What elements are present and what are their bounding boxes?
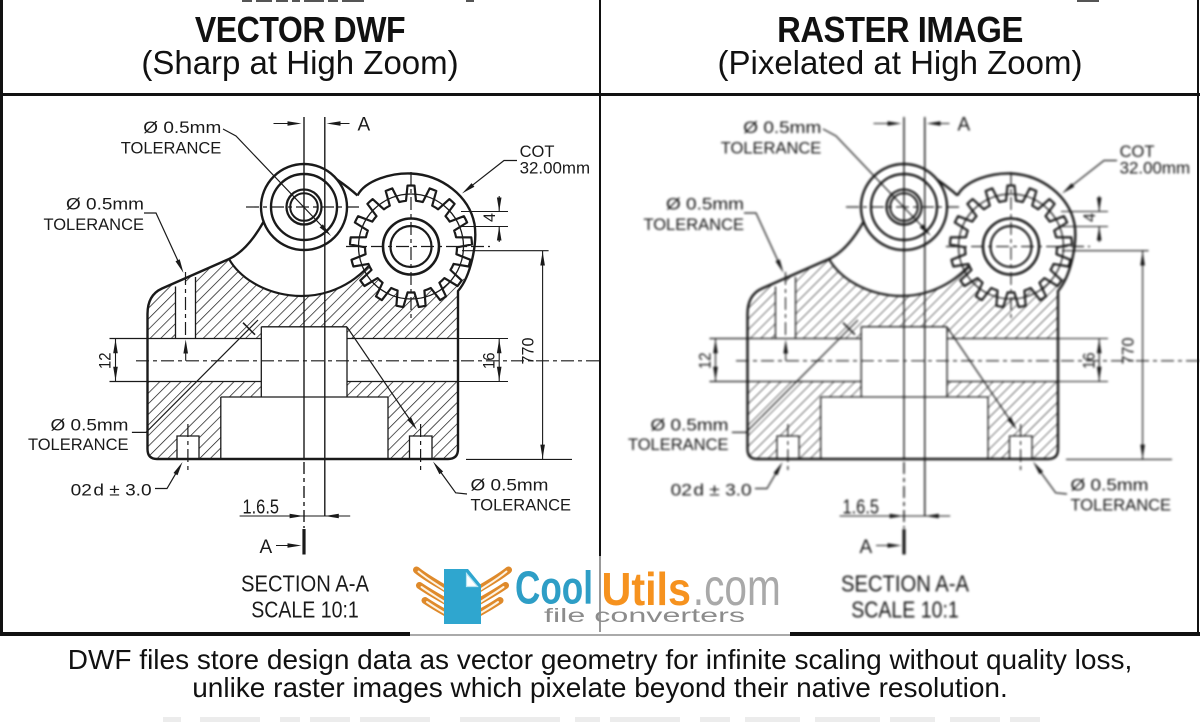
svg-text:Utils: Utils	[602, 563, 692, 615]
svg-text:file converters: file converters	[544, 606, 745, 627]
svg-text:Cool: Cool	[515, 562, 593, 614]
svg-text:.com: .com	[693, 559, 781, 617]
